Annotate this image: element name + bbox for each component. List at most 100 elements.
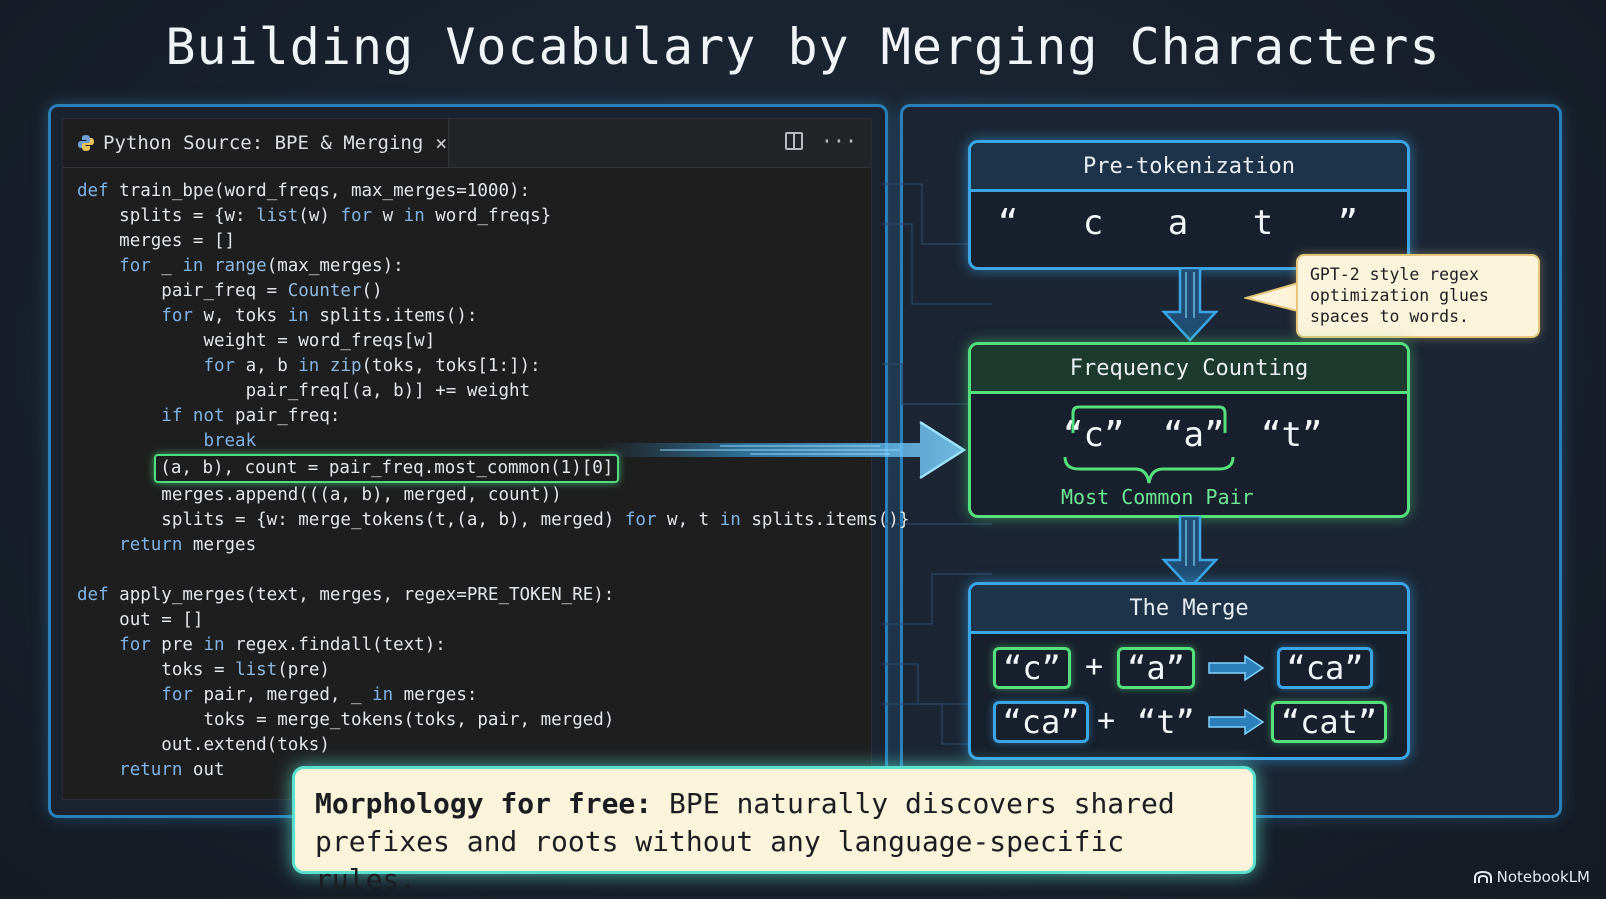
code-line: def train_bpe(word_freqs, max_merges=100… [77,179,909,204]
code-token: (max_merges): [266,256,404,276]
code-token: pair_freq[(a, b)] += weight [245,381,531,401]
pretokenization-title: Pre-tokenization [971,143,1407,192]
code-token: () [361,281,383,301]
code-token: word_freqs} [424,206,552,226]
code-token: (pre) [277,660,330,680]
regex-callout: GPT-2 style regex optimization glues spa… [1296,254,1540,338]
code-token: splits.items()} [740,510,910,530]
tab-python-source[interactable]: Python Source: BPE & Merging × [63,119,449,167]
code-token: out = [] [119,610,204,630]
brand-name: NotebookLM [1496,868,1590,886]
code-token: w [372,206,404,226]
code-line: for pair, merged, _ in merges: [77,683,909,708]
code-token: toks = [161,660,236,680]
code-token: regex.findall(text): [224,635,446,655]
code-token: _ [150,256,183,276]
code-token: for [161,685,193,705]
pretokenization-box: Pre-tokenization “ c a t ” [968,140,1410,270]
down-arrow-1 [1161,268,1219,342]
close-icon[interactable]: × [435,131,448,155]
code-token: weight = word_freqs[w] [203,331,436,351]
code-token: list [256,206,299,226]
code-token: (a, b), count = pair_freq.most_common(1)… [160,458,614,478]
code-token: out [182,760,225,780]
python-icon [78,135,94,151]
highlighted-code-line: (a, b), count = pair_freq.most_common(1)… [154,454,620,483]
code-token: toks = merge_tokens(toks, pair, merged) [203,710,615,730]
morphology-note-text: BPE naturally discovers shared prefixes … [315,787,1175,896]
code-line: toks = list(pre) [77,658,909,683]
merge-title: The Merge [971,585,1407,634]
merge-row1-arrow [1208,654,1265,682]
code-token: in [203,635,225,655]
code-token: splits.items(): [308,306,478,326]
merge-row2-plus: + [1097,703,1116,738]
code-token: out.extend(toks) [161,735,330,755]
code-token: for [161,306,193,326]
code-line: weight = word_freqs[w] [77,329,909,354]
morphology-note-lead: Morphology for free: [315,787,653,820]
code-token: (toks, toks[1:]): [361,356,541,376]
code-token: return [119,535,183,555]
slide-title: Building Vocabulary by Merging Character… [165,18,1441,76]
code-token: merges.append(((a, b), merged, count)) [161,485,562,505]
split-editor-icon[interactable] [784,132,803,150]
code-line: pair_freq[(a, b)] += weight [77,379,909,404]
frequency-counting-title: Frequency Counting [971,345,1407,394]
code-token: apply_merges(text, merges, regex=PRE_TOK… [119,585,615,605]
merge-row1-plus: + [1085,649,1104,684]
more-actions-icon[interactable]: ··· [820,129,857,153]
code-line: out.extend(toks) [77,733,909,758]
brand-watermark: NotebookLM [1473,868,1590,886]
merge-box: The Merge “c” + “a” “ca” “ca” + “t” “cat… [968,582,1410,760]
code-token: for [119,635,151,655]
code-token: def [77,181,120,201]
code-line: pair_freq = Counter() [77,279,909,304]
code-line: for a, b in zip(toks, toks[1:]): [77,354,909,379]
flow-arrow-right [600,420,967,480]
editor-toolbar: ··· [784,129,857,153]
callout-pointer [1244,280,1303,314]
down-arrow-2 [1161,516,1219,590]
pair-bracket [1063,405,1235,484]
code-token: in [372,685,394,705]
code-token [319,356,330,376]
code-token: def [77,585,120,605]
code-token: for [203,356,236,376]
code-line: splits = {w: list(w) for w in word_freqs… [77,204,909,229]
code-line: return merges [77,533,909,558]
code-line [77,558,909,583]
code-token: return [119,760,183,780]
code-token: for [340,206,373,226]
code-token: for [119,256,151,276]
merge-row2-arrow [1208,708,1265,736]
code-line: for _ in range(max_merges): [77,254,909,279]
code-token: in [719,510,741,530]
code-token [203,256,214,276]
code-token: splits = {w: [119,206,257,226]
code-token: Counter [287,281,362,301]
notebooklm-logo-icon [1473,870,1492,883]
code-token: train_bpe(word_freqs, max_merges=1000): [119,181,531,201]
merge-row1-right: “a” [1117,647,1195,689]
code-token: zip [329,356,362,376]
code-token: if not [161,406,225,426]
merge-row2-left: “ca” [993,701,1089,743]
code-editor: Python Source: BPE & Merging × ··· def t… [62,118,909,800]
code-token: a, b [235,356,299,376]
freq-token-t: “t” [1261,415,1323,455]
code-token: pair_freq: [224,406,341,426]
code-line: splits = {w: merge_tokens(t,(a, b), merg… [77,508,909,533]
morphology-note: Morphology for free: BPE naturally disco… [292,766,1256,896]
code-token: in [182,256,204,276]
code-token: break [203,431,257,451]
code-token: in [298,356,320,376]
freq-token-a: “a” [1163,415,1225,455]
code-line: if not pair_freq: [77,404,909,429]
frequency-counting-box: Frequency Counting “c” “a” “t” Most Comm… [968,342,1410,518]
code-line: toks = merge_tokens(toks, pair, merged) [77,708,909,733]
code-token: merges: [393,685,478,705]
pretokenization-chars: “ c a t ” [997,203,1381,243]
editor-tab-bar: Python Source: BPE & Merging × ··· [63,119,871,168]
code-token: range [214,256,267,276]
